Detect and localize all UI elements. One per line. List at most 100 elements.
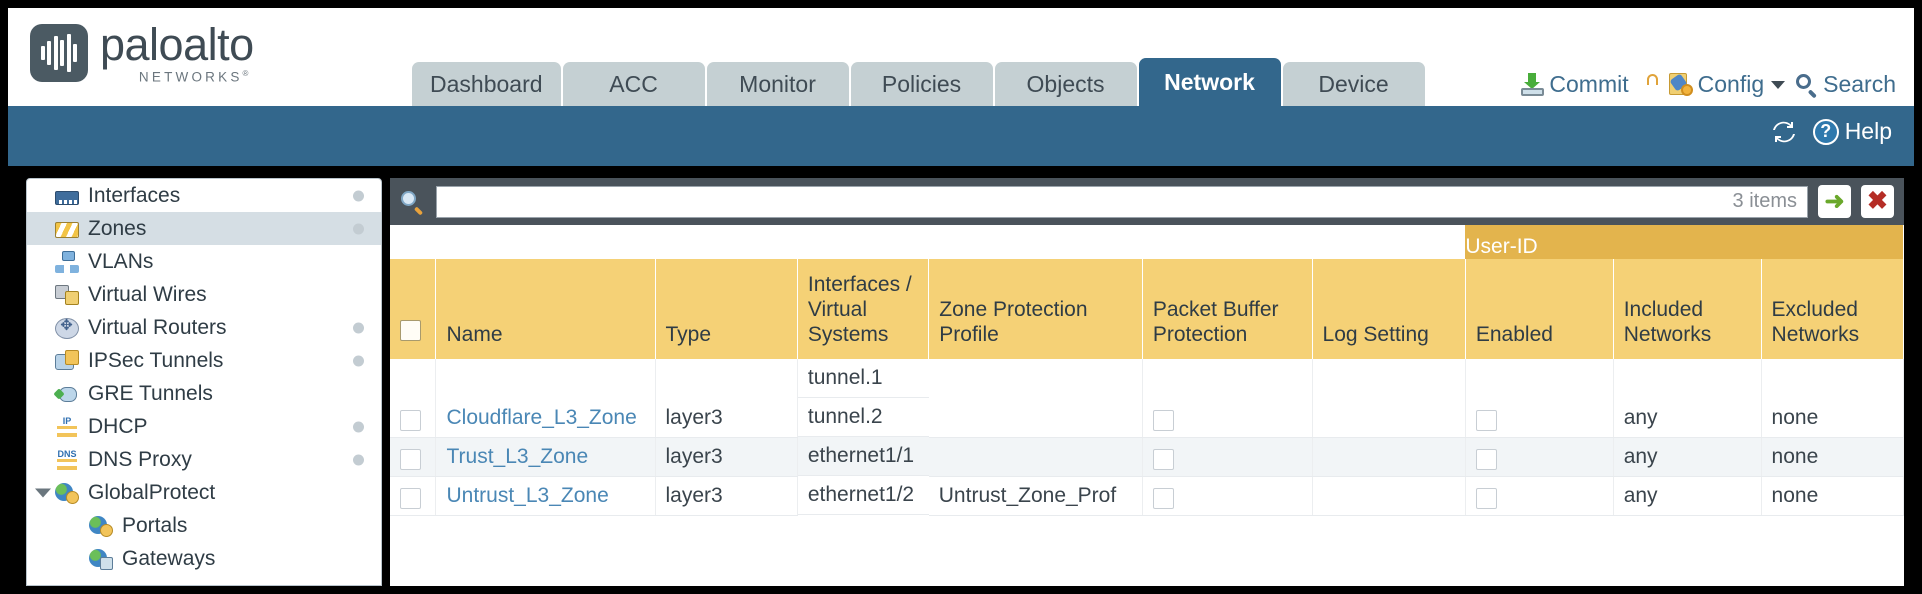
zone-name-link[interactable]: Trust_L3_Zone: [446, 444, 589, 468]
sidebar-item-portals[interactable]: Portals: [27, 509, 381, 542]
lock-button[interactable]: [1640, 73, 1658, 96]
userid-enabled-cell[interactable]: [1465, 476, 1614, 516]
interfaces-icon: [55, 190, 79, 205]
sidebar-item-virtual-routers[interactable]: Virtual Routers: [27, 311, 381, 344]
commit-button[interactable]: Commit: [1521, 71, 1629, 98]
tab-network[interactable]: Network: [1138, 58, 1281, 106]
row-select-checkbox[interactable]: [400, 448, 421, 470]
tab-dashboard[interactable]: Dashboard: [412, 62, 561, 106]
tab-policies[interactable]: Policies: [850, 62, 993, 106]
filter-input[interactable]: 3 items: [436, 185, 1808, 218]
column-header-enabled[interactable]: Enabled: [1465, 259, 1614, 359]
select-all-checkbox[interactable]: [400, 320, 421, 341]
item-count-label: 3 items: [1732, 190, 1797, 212]
packet-buffer-protection-cell[interactable]: [1142, 476, 1313, 516]
included-networks-cell: any: [1613, 359, 1762, 438]
sidebar-item-status-dot: [353, 454, 364, 465]
column-header-interfaces[interactable]: Interfaces / Virtual Systems: [797, 259, 930, 359]
apply-filter-button[interactable]: ➜: [1818, 185, 1851, 218]
column-header-included-networks[interactable]: Included Networks: [1613, 259, 1762, 359]
column-header-log-setting[interactable]: Log Setting: [1312, 259, 1466, 359]
row-select-cell[interactable]: [390, 359, 437, 438]
zone-name-cell[interactable]: Untrust_L3_Zone: [435, 476, 656, 516]
userid-enabled-checkbox[interactable]: [1475, 448, 1497, 470]
zone-name-link[interactable]: Untrust_L3_Zone: [446, 483, 609, 507]
portals-icon: [89, 515, 113, 537]
zone-type-cell: layer3: [655, 359, 798, 438]
refresh-icon[interactable]: [1771, 120, 1797, 144]
sidebar-item-label: Interfaces: [88, 183, 181, 207]
row-select-checkbox[interactable]: [400, 487, 421, 509]
column-header-name[interactable]: Name: [435, 259, 656, 359]
excluded-networks-cell: none: [1761, 437, 1904, 477]
column-header-zone-protection[interactable]: Zone Protection Profile: [928, 259, 1143, 359]
packet-buffer-protection-cell[interactable]: [1142, 359, 1313, 438]
config-menu[interactable]: Config: [1668, 71, 1786, 98]
userid-enabled-checkbox[interactable]: [1475, 409, 1497, 431]
sidebar-item-gre-tunnels[interactable]: GRE Tunnels: [27, 377, 381, 410]
zone-protection-profile-cell: Untrust_Zone_Prof: [928, 476, 1143, 516]
clear-filter-button[interactable]: ✖: [1861, 185, 1894, 218]
sidebar-item-zones[interactable]: Zones: [27, 212, 381, 245]
sidebar-item-ipsec-tunnels[interactable]: IPSec Tunnels: [27, 344, 381, 377]
sidebar-item-label: Gateways: [122, 546, 216, 570]
column-header-type[interactable]: Type: [655, 259, 798, 359]
column-header-packet-buffer[interactable]: Packet Buffer Protection: [1142, 259, 1313, 359]
packet-buffer-protection-checkbox[interactable]: [1152, 448, 1174, 470]
config-label: Config: [1697, 71, 1765, 97]
zone-protection-profile-cell: [928, 437, 1143, 477]
sidebar-item-status-dot: [353, 355, 364, 366]
select-all-header[interactable]: [390, 259, 437, 359]
chevron-down-icon: [1771, 80, 1786, 89]
user-id-group-header: User-ID: [1465, 225, 1904, 259]
included-networks-cell: any: [1613, 476, 1762, 516]
tab-objects[interactable]: Objects: [994, 62, 1137, 106]
paloalto-logo-icon: [30, 24, 88, 83]
tab-device[interactable]: Device: [1282, 62, 1425, 106]
sidebar-item-gateways[interactable]: Gateways: [27, 542, 381, 575]
packet-buffer-protection-checkbox[interactable]: [1152, 409, 1174, 431]
sidebar-item-label: GlobalProtect: [88, 480, 216, 504]
zone-name-cell[interactable]: Trust_L3_Zone: [435, 437, 656, 477]
expand-triangle-icon[interactable]: [35, 488, 51, 497]
included-networks-cell: any: [1613, 437, 1762, 477]
packet-buffer-protection-checkbox[interactable]: [1152, 487, 1174, 509]
userid-enabled-checkbox[interactable]: [1475, 487, 1497, 509]
brand-logo: paloalto NETWORKS®: [30, 22, 254, 85]
sidebar-item-label: Virtual Routers: [88, 315, 227, 339]
row-select-cell[interactable]: [390, 437, 437, 477]
tab-acc[interactable]: ACC: [562, 62, 705, 106]
packet-buffer-protection-cell[interactable]: [1142, 437, 1313, 477]
help-question-icon: ?: [1812, 118, 1839, 145]
zone-name-cell[interactable]: Cloudflare_L3_Zone: [435, 359, 656, 438]
zone-name-link[interactable]: Cloudflare_L3_Zone: [446, 405, 637, 429]
sidebar-item-virtual-wires[interactable]: Virtual Wires: [27, 278, 381, 311]
filter-search-icon[interactable]: [400, 190, 426, 216]
row-select-cell[interactable]: [390, 476, 437, 516]
dns-proxy-icon: DNS: [55, 449, 79, 471]
sidebar-item-status-dot: [353, 322, 364, 333]
group-header-row: User-ID: [390, 225, 1904, 259]
column-header-excluded-networks[interactable]: Excluded Networks: [1761, 259, 1904, 359]
brand-registered-mark: ®: [242, 69, 252, 78]
userid-enabled-cell[interactable]: [1465, 359, 1614, 438]
unlocked-padlock-icon: [1640, 73, 1658, 96]
row-select-checkbox[interactable]: [400, 409, 421, 431]
search-button[interactable]: Search: [1796, 71, 1896, 99]
help-button[interactable]: ? Help: [1812, 118, 1892, 145]
header-toolbar: Commit Config Search: [1521, 71, 1896, 99]
interface-item: tunnel.1: [797, 359, 929, 398]
sidebar-item-globalprotect[interactable]: GlobalProtect: [27, 476, 381, 509]
userid-enabled-cell[interactable]: [1465, 437, 1614, 477]
sidebar-item-interfaces[interactable]: Interfaces: [27, 179, 381, 212]
zone-interfaces-cell: ethernet1/1: [797, 437, 929, 476]
sidebar-item-vlans[interactable]: VLANs: [27, 245, 381, 278]
tab-monitor[interactable]: Monitor: [706, 62, 849, 106]
excluded-networks-cell: none: [1761, 476, 1904, 516]
